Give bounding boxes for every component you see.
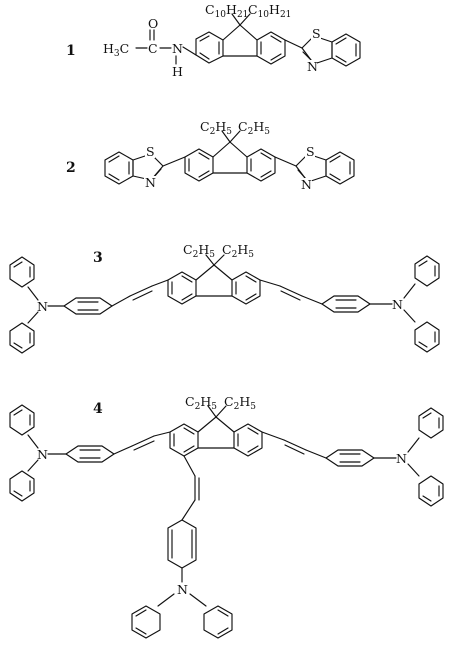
compound-label-3: 3 bbox=[93, 250, 103, 266]
amine-nitrogen-label: N bbox=[396, 451, 407, 466]
compound-1-structure: H3C C O N H C10H21 C10H21 S bbox=[103, 2, 361, 79]
amide-hydrogen-label: H bbox=[172, 64, 183, 79]
amine-nitrogen-label: N bbox=[392, 297, 403, 312]
sulfur-atom-label: S bbox=[146, 144, 155, 159]
compound-label-1: 1 bbox=[66, 43, 76, 59]
ethyl-left-label: C2H5 bbox=[183, 242, 215, 260]
compound-3-structure: N C2H5 C2H5 N bbox=[9, 242, 440, 354]
sulfur-atom-label: S bbox=[312, 26, 321, 41]
nitrogen-atom-label: N bbox=[307, 59, 318, 74]
amide-nitrogen-label: N bbox=[172, 41, 183, 56]
ethyl-right-label: C2H5 bbox=[224, 394, 256, 412]
ethyl-right-label: C2H5 bbox=[222, 242, 254, 260]
ethyl-left-label: C2H5 bbox=[200, 119, 232, 137]
decyl-chain-right-label: C10H21 bbox=[248, 2, 291, 20]
compound-label-2: 2 bbox=[66, 160, 76, 176]
compound-2-structure: S N C2H5 C2H5 S N bbox=[104, 119, 355, 192]
oxygen-atom-label: O bbox=[148, 16, 158, 31]
decyl-chain-left-label: C10H21 bbox=[205, 2, 248, 20]
compound-4-structure: N C2H5 C2H5 N bbox=[9, 394, 444, 639]
ethyl-left-label: C2H5 bbox=[185, 394, 217, 412]
amine-nitrogen-label: N bbox=[37, 447, 48, 462]
methyl-group-label: H3C bbox=[103, 41, 129, 59]
sulfur-atom-label: S bbox=[306, 144, 315, 159]
amine-nitrogen-label: N bbox=[37, 299, 48, 314]
nitrogen-atom-label: N bbox=[145, 175, 156, 190]
carbonyl-carbon-label: C bbox=[148, 41, 158, 56]
compound-label-4: 4 bbox=[93, 401, 103, 417]
amine-nitrogen-label: N bbox=[177, 582, 188, 597]
nitrogen-atom-label: N bbox=[301, 177, 312, 192]
ethyl-right-label: C2H5 bbox=[238, 119, 270, 137]
